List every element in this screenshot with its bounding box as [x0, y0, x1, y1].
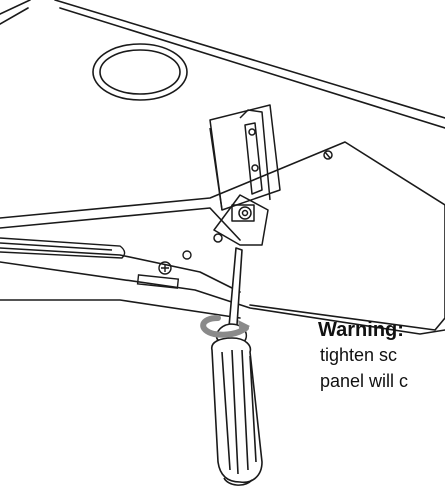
rotate-arrow-icon: [200, 315, 250, 338]
warning-note: Warning: tighten sc panel will c: [318, 318, 445, 394]
label-plate: [136, 274, 180, 289]
warning-text-line-1: tighten sc: [320, 345, 398, 365]
warning-text-line-2: panel will c: [320, 371, 409, 391]
screw-icon: [158, 261, 172, 275]
panel-inner-edge: [0, 141, 445, 219]
screwdriver-icon: [210, 247, 263, 486]
warning-title: Warning:: [318, 319, 404, 341]
slot: [0, 237, 126, 259]
ceiling-panel-outline: [0, 0, 31, 15]
bracket-assembly: [209, 104, 333, 246]
round-grille: [92, 43, 188, 101]
